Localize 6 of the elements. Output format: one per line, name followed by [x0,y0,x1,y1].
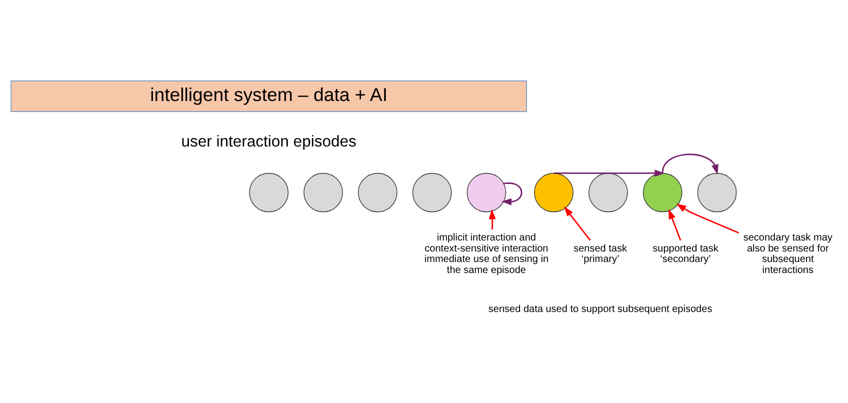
label: user interaction episodes [181,133,356,150]
node-text: implicit interaction and context-sensitive interaction immediate use of sensing in the same episode [424,232,549,276]
node-text: supported task ‘secondary’ [652,243,718,266]
node-text: sensed task ‘primary’ [574,243,628,266]
node-text: secondary task may also be sensed for subsequent interactions [743,232,832,276]
label: sensed data used to support subsequent episodes [488,304,712,315]
